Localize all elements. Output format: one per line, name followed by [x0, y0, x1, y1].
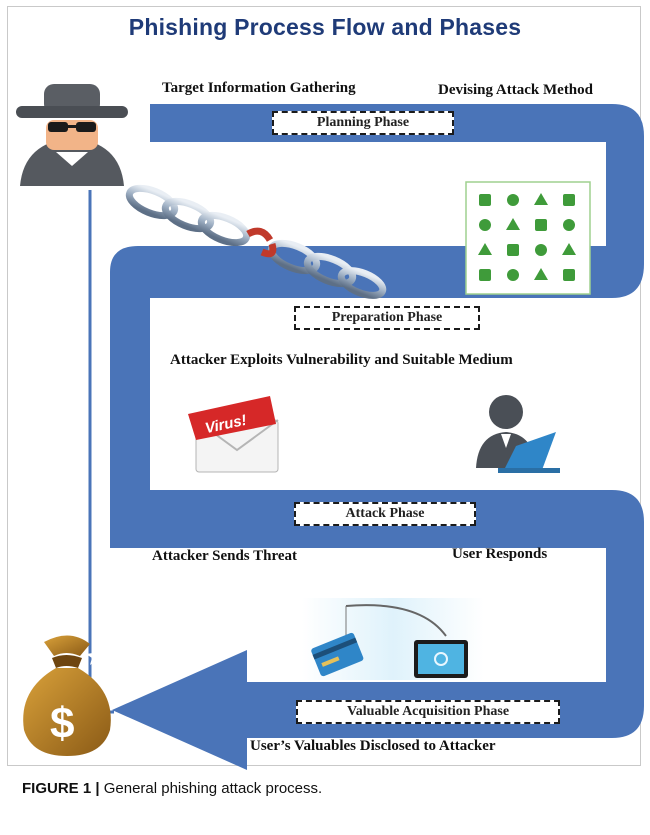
caption-figure-number: FIGURE 1 |: [22, 780, 100, 797]
media-glyph-icon: [507, 244, 519, 256]
label-devising-method: Devising Attack Method: [438, 82, 593, 98]
chain-icon: [125, 184, 387, 299]
media-glyph-icon: [507, 194, 519, 206]
phishing-hook-icon: [302, 598, 484, 680]
label-user-responds: User Responds: [452, 546, 548, 562]
media-glyph-icon: [562, 243, 576, 255]
figure-caption: FIGURE 1 | General phishing attack proce…: [22, 780, 322, 797]
media-icon-cells: [478, 193, 576, 281]
phase-preparation: Preparation Phase: [294, 306, 480, 330]
media-glyph-icon: [534, 193, 548, 205]
media-glyph-icon: [479, 219, 491, 231]
phase-attack: Attack Phase: [294, 502, 476, 526]
media-glyph-icon: [479, 269, 491, 281]
media-glyph-icon: [478, 243, 492, 255]
media-glyph-icon: [535, 244, 547, 256]
hacker-icon: [16, 84, 128, 186]
money-bag-icon: $: [23, 635, 111, 756]
money-symbol: $: [50, 699, 74, 748]
media-glyph-icon: [479, 194, 491, 206]
caption-text: General phishing attack process.: [99, 780, 323, 797]
phase-planning: Planning Phase: [272, 111, 454, 135]
media-glyph-icon: [506, 218, 520, 230]
virus-email-icon: Virus!: [188, 396, 279, 473]
media-glyph-icon: [507, 269, 519, 281]
diagram-title: Phishing Process Flow and Phases: [128, 14, 522, 40]
label-sends-threat: Attacker Sends Threat: [152, 548, 298, 564]
phase-acquisition: Valuable Acquisition Phase: [296, 700, 560, 724]
media-glyph-icon: [535, 219, 547, 231]
label-disclosed: User’s Valuables Disclosed to Attacker: [250, 738, 496, 754]
user-laptop-icon: [476, 395, 560, 473]
media-glyph-icon: [563, 194, 575, 206]
media-glyph-icon: [563, 269, 575, 281]
media-icons-grid: [465, 181, 591, 295]
label-exploits: Attacker Exploits Vulnerability and Suit…: [170, 352, 513, 368]
media-glyph-icon: [563, 219, 575, 231]
figure-frame: [7, 6, 641, 766]
media-glyph-icon: [534, 268, 548, 280]
label-target-gathering: Target Information Gathering: [162, 80, 356, 96]
